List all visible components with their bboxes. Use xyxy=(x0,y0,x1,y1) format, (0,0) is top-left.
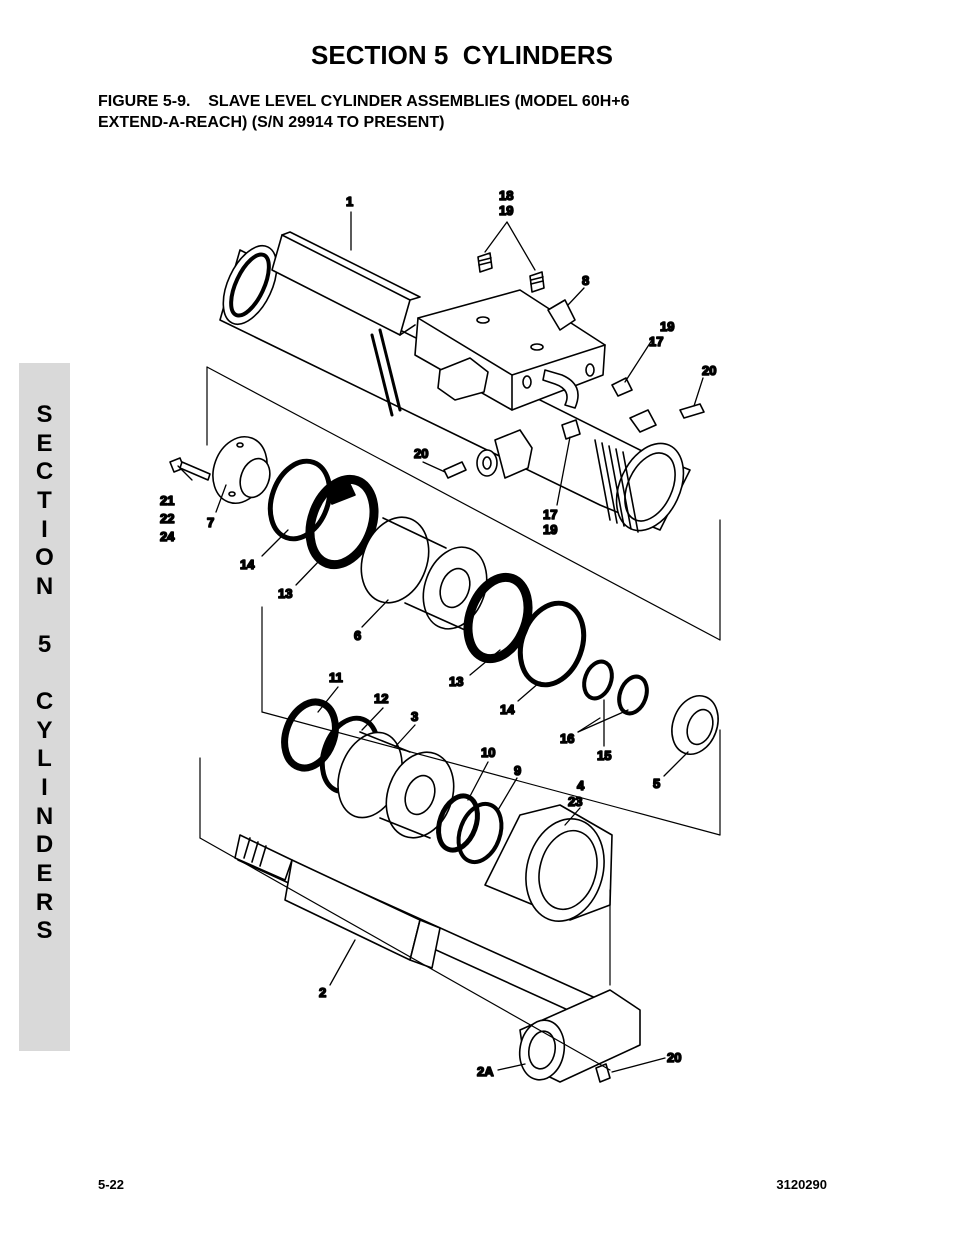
side-tab-letter: T xyxy=(37,487,52,515)
callout-23: 23 xyxy=(568,794,582,809)
callout-14: 14 xyxy=(240,557,255,572)
callout-20: 20 xyxy=(414,446,428,461)
side-tab-letter: C xyxy=(35,687,54,715)
callout-2: 2 xyxy=(319,985,326,1000)
spacer xyxy=(671,695,719,755)
callout-19: 19 xyxy=(543,522,557,537)
side-tab-letter: E xyxy=(36,429,53,457)
group-outlines xyxy=(199,366,721,1071)
side-tab-letter: D xyxy=(35,831,54,859)
leader-lines xyxy=(177,211,704,1073)
side-tab-letter: R xyxy=(35,888,54,916)
side-tab-letter: N xyxy=(35,573,54,601)
callout-16: 16 xyxy=(560,731,574,746)
callout-22: 22 xyxy=(160,511,174,526)
callout-2A: 2A xyxy=(477,1064,494,1079)
side-tab-letter: Y xyxy=(36,716,53,744)
callout-14: 14 xyxy=(500,702,515,717)
side-tab-letter: I xyxy=(41,515,48,543)
cap-bolt xyxy=(169,457,211,481)
callout-21: 21 xyxy=(160,493,174,508)
page-number: 5-22 xyxy=(98,1177,125,1192)
figure-title-line-2: EXTEND-A-REACH) (S/N 29914 TO PRESENT) xyxy=(98,114,445,131)
side-tab-letter: L xyxy=(37,745,52,773)
piston-seals xyxy=(267,458,379,570)
barrel-ports xyxy=(476,409,657,479)
callout-19: 19 xyxy=(660,319,674,334)
side-tab-letter: S xyxy=(36,917,53,945)
mounting-tube xyxy=(271,231,421,336)
callout-17: 17 xyxy=(649,334,663,349)
side-tab-letter: O xyxy=(35,544,54,572)
callout-6: 6 xyxy=(354,628,361,643)
piston-rod xyxy=(234,834,601,1021)
callout-24: 24 xyxy=(160,529,175,544)
callout-9: 9 xyxy=(514,763,521,778)
callout-13: 13 xyxy=(278,586,292,601)
side-tab-letter: E xyxy=(36,860,53,887)
section-side-tab: S E C T I O N 5 C Y L I N D E R S xyxy=(19,363,70,1051)
callout-8: 8 xyxy=(582,273,589,288)
callout-10: 10 xyxy=(481,745,495,760)
side-tab-letter: 5 xyxy=(37,630,52,658)
end-cap xyxy=(212,436,271,504)
side-tab-letter: C xyxy=(35,458,54,486)
callout-13: 13 xyxy=(449,674,463,689)
callout-19: 19 xyxy=(499,203,513,218)
callout-3: 3 xyxy=(411,709,418,724)
figure-title: FIGURE 5-9. SLAVE LEVEL CYLINDER ASSEMBL… xyxy=(98,91,818,133)
document-number: 3120290 xyxy=(776,1177,827,1192)
section-title: SECTION 5 CYLINDERS xyxy=(311,40,613,70)
cylinder-head xyxy=(337,731,455,839)
side-tab-letter: I xyxy=(41,773,48,801)
valve-block xyxy=(414,289,606,411)
side-tab-letter: S xyxy=(36,401,53,428)
callout-18: 18 xyxy=(499,188,513,203)
callout-1: 1 xyxy=(346,194,353,209)
head-rings xyxy=(436,793,504,865)
callout-20: 20 xyxy=(702,363,716,378)
gland-nut xyxy=(484,804,613,922)
fittings xyxy=(443,252,705,479)
side-tab-letter: N xyxy=(35,802,54,830)
callout-20: 20 xyxy=(667,1050,681,1065)
callout-5: 5 xyxy=(653,776,660,791)
callout-7: 7 xyxy=(207,515,214,530)
figure-title-line-1: FIGURE 5-9. SLAVE LEVEL CYLINDER ASSEMBL… xyxy=(98,93,630,110)
callout-12: 12 xyxy=(374,691,388,706)
callout-15: 15 xyxy=(597,748,611,763)
callout-4: 4 xyxy=(577,778,585,793)
piston-seals-lower xyxy=(463,572,649,716)
callout-17: 17 xyxy=(543,507,557,522)
callout-11: 11 xyxy=(329,670,343,685)
